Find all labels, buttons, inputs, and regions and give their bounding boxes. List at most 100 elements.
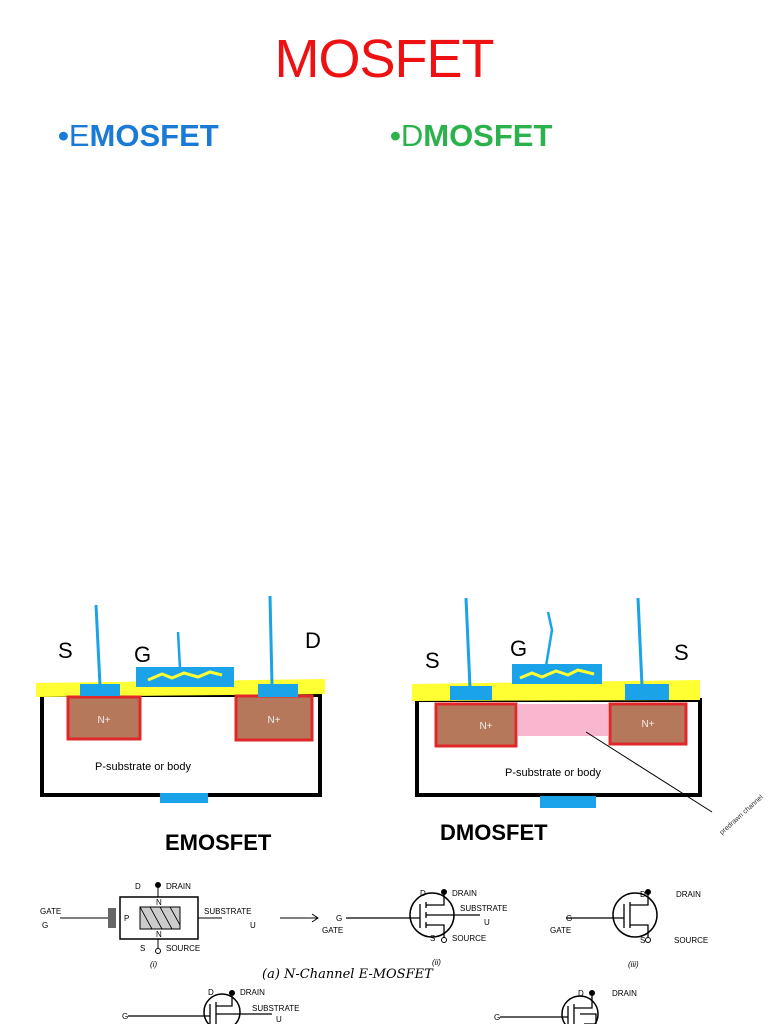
dmosfet-source-left-lead	[464, 597, 472, 689]
symbol-i-wires	[60, 887, 222, 949]
symbol-iii-circle	[612, 892, 658, 938]
emosfet-source-label: S	[58, 638, 73, 663]
symbol-bottom-right-drain: DRAIN	[612, 989, 637, 998]
dmosfet-n-region-left	[434, 702, 518, 748]
symbol-i-g: G	[42, 921, 48, 930]
emosfet-drain-lead	[268, 595, 274, 686]
dmosfet-source-left-label: S	[425, 648, 440, 673]
emosfet-substrate-label: P-substrate or body	[95, 761, 191, 773]
symbol-iii-label: (iii)	[628, 960, 639, 969]
symbol-i-s: S	[140, 944, 145, 953]
emosfet-drain-contact	[258, 684, 298, 697]
symbol-iii-drain-terminal	[645, 889, 651, 895]
symbol-i-source-terminal	[155, 948, 161, 954]
bullet-first-letter: D	[400, 118, 424, 153]
emosfet-body-contact	[160, 793, 208, 803]
symbol-bottom-left-drain: DRAIN	[240, 988, 265, 997]
bullet-dot: •	[390, 118, 401, 153]
emosfet-diagram: N+ N+ S G D P-substrate or body EMOSFET	[36, 595, 325, 855]
symbols-caption: (a) N-Channel E-MOSFET	[262, 967, 434, 982]
emosfet-source-lead	[94, 604, 102, 686]
symbol-i-d: D	[135, 882, 141, 891]
symbol-iii-gate: GATE	[550, 926, 571, 935]
symbol-bottom-right-drain-terminal	[589, 990, 595, 996]
emosfet-n-left-label: N+	[97, 715, 110, 726]
bullet-dot: •	[58, 118, 69, 153]
emosfet-gate-label: G	[134, 642, 151, 667]
symbol-i-substrate: SUBSTRATE	[204, 907, 251, 916]
symbol-i-hatch	[139, 906, 181, 930]
symbol-i-source: SOURCE	[166, 944, 200, 953]
bullet-first-letter: E	[68, 118, 90, 153]
dmosfet-substrate-label: P-substrate or body	[505, 767, 601, 779]
symbol-bottom-right-wires	[500, 996, 597, 1024]
symbol-ii-wires	[346, 894, 480, 938]
symbol-ii-source-terminal	[441, 937, 447, 943]
symbol-ii-drain: DRAIN	[452, 889, 477, 898]
symbol-i-arrow	[280, 913, 319, 923]
symbol-bottom-right-circle	[561, 995, 599, 1024]
symbol-i-drain-terminal	[155, 882, 161, 888]
symbol-ii-source: SOURCE	[452, 934, 486, 943]
dmosfet-gate-label: G	[510, 636, 527, 661]
symbol-iii-d: D	[640, 890, 646, 899]
dmosfet-annotation: predrawn channel	[719, 794, 765, 837]
dmosfet-annotation-line	[585, 731, 713, 813]
symbol-bottom-right-d: D	[578, 989, 584, 998]
symbol-ii-label: (ii)	[432, 958, 441, 967]
symbol-bottom-left-u: U	[276, 1015, 282, 1024]
symbol-iii-wires	[566, 894, 649, 938]
symbol-bottom-left-wires	[128, 996, 272, 1024]
dmosfet-n-right-label: N+	[641, 719, 654, 730]
symbol-i-u: U	[250, 921, 256, 930]
symbol-bottom-left: D DRAIN SUBSTRATE U G	[122, 988, 299, 1024]
symbol-iii-drain: DRAIN	[676, 890, 701, 899]
dmosfet-predrawn-channel	[518, 704, 608, 736]
symbol-bottom-left-substrate: SUBSTRATE	[252, 1004, 299, 1013]
symbol-bottom-left-drain-terminal	[229, 990, 235, 996]
symbol-iii-source-terminal	[645, 937, 651, 943]
symbol-i-gate-plate	[108, 908, 116, 928]
symbol-i-label: (i)	[150, 960, 157, 969]
symbol-ii-u: U	[484, 918, 490, 927]
symbol-iii: D DRAIN G GATE S SOURCE (iii)	[550, 889, 708, 969]
symbol-i-gate: GATE	[40, 907, 61, 916]
emosfet-drain-label: D	[305, 628, 321, 653]
symbol-iii-s: S	[640, 936, 645, 945]
slide-title: MOSFET	[274, 29, 495, 89]
dmosfet-n-left-label: N+	[479, 721, 492, 732]
emosfet-caption: EMOSFET	[165, 830, 272, 855]
symbol-i-n-top: N	[156, 898, 162, 907]
symbol-iii-g: G	[566, 914, 572, 923]
dmosfet-source-right-contact	[625, 684, 669, 700]
symbol-ii-drain-terminal	[441, 889, 447, 895]
bullet-dmosfet: •DMOSFET	[390, 118, 552, 154]
emosfet-gate-lead	[176, 631, 182, 670]
symbol-ii-gate: GATE	[322, 926, 343, 935]
symbol-ii-d: D	[420, 889, 426, 898]
dmosfet-source-left-contact	[450, 686, 492, 700]
bullet-rest: MOSFET	[89, 118, 219, 153]
symbol-ii-g: G	[336, 914, 342, 923]
dmosfet-gate-lead	[544, 611, 554, 667]
bullet-emosfet: •EMOSFET	[58, 118, 219, 154]
symbol-ii-s: S	[430, 934, 435, 943]
emosfet-gate-hatching	[147, 670, 223, 682]
symbol-ii-substrate: SUBSTRATE	[460, 904, 507, 913]
emosfet-source-contact	[80, 684, 120, 696]
dmosfet-diagram: N+ N+ predrawn channel S G S P-substrate…	[412, 597, 765, 845]
symbol-i-n-bottom: N	[156, 930, 162, 939]
symbol-bottom-right-g: G	[494, 1013, 500, 1022]
symbol-bottom-left-d: D	[208, 988, 214, 997]
symbol-i: D DRAIN GATE G SUBSTRATE U N N P S SOURC…	[40, 882, 319, 969]
symbol-bottom-left-g: G	[122, 1012, 128, 1021]
symbol-bottom-right: D DRAIN G	[494, 989, 637, 1024]
dmosfet-source-right-lead	[636, 597, 644, 687]
dmosfet-body-contact	[540, 796, 596, 808]
dmosfet-caption: DMOSFET	[440, 820, 548, 845]
emosfet-n-right-label: N+	[267, 715, 280, 726]
dmosfet-source-right-label: S	[674, 640, 689, 665]
bullet-rest: MOSFET	[423, 118, 553, 153]
symbol-bottom-left-circle	[203, 993, 241, 1024]
